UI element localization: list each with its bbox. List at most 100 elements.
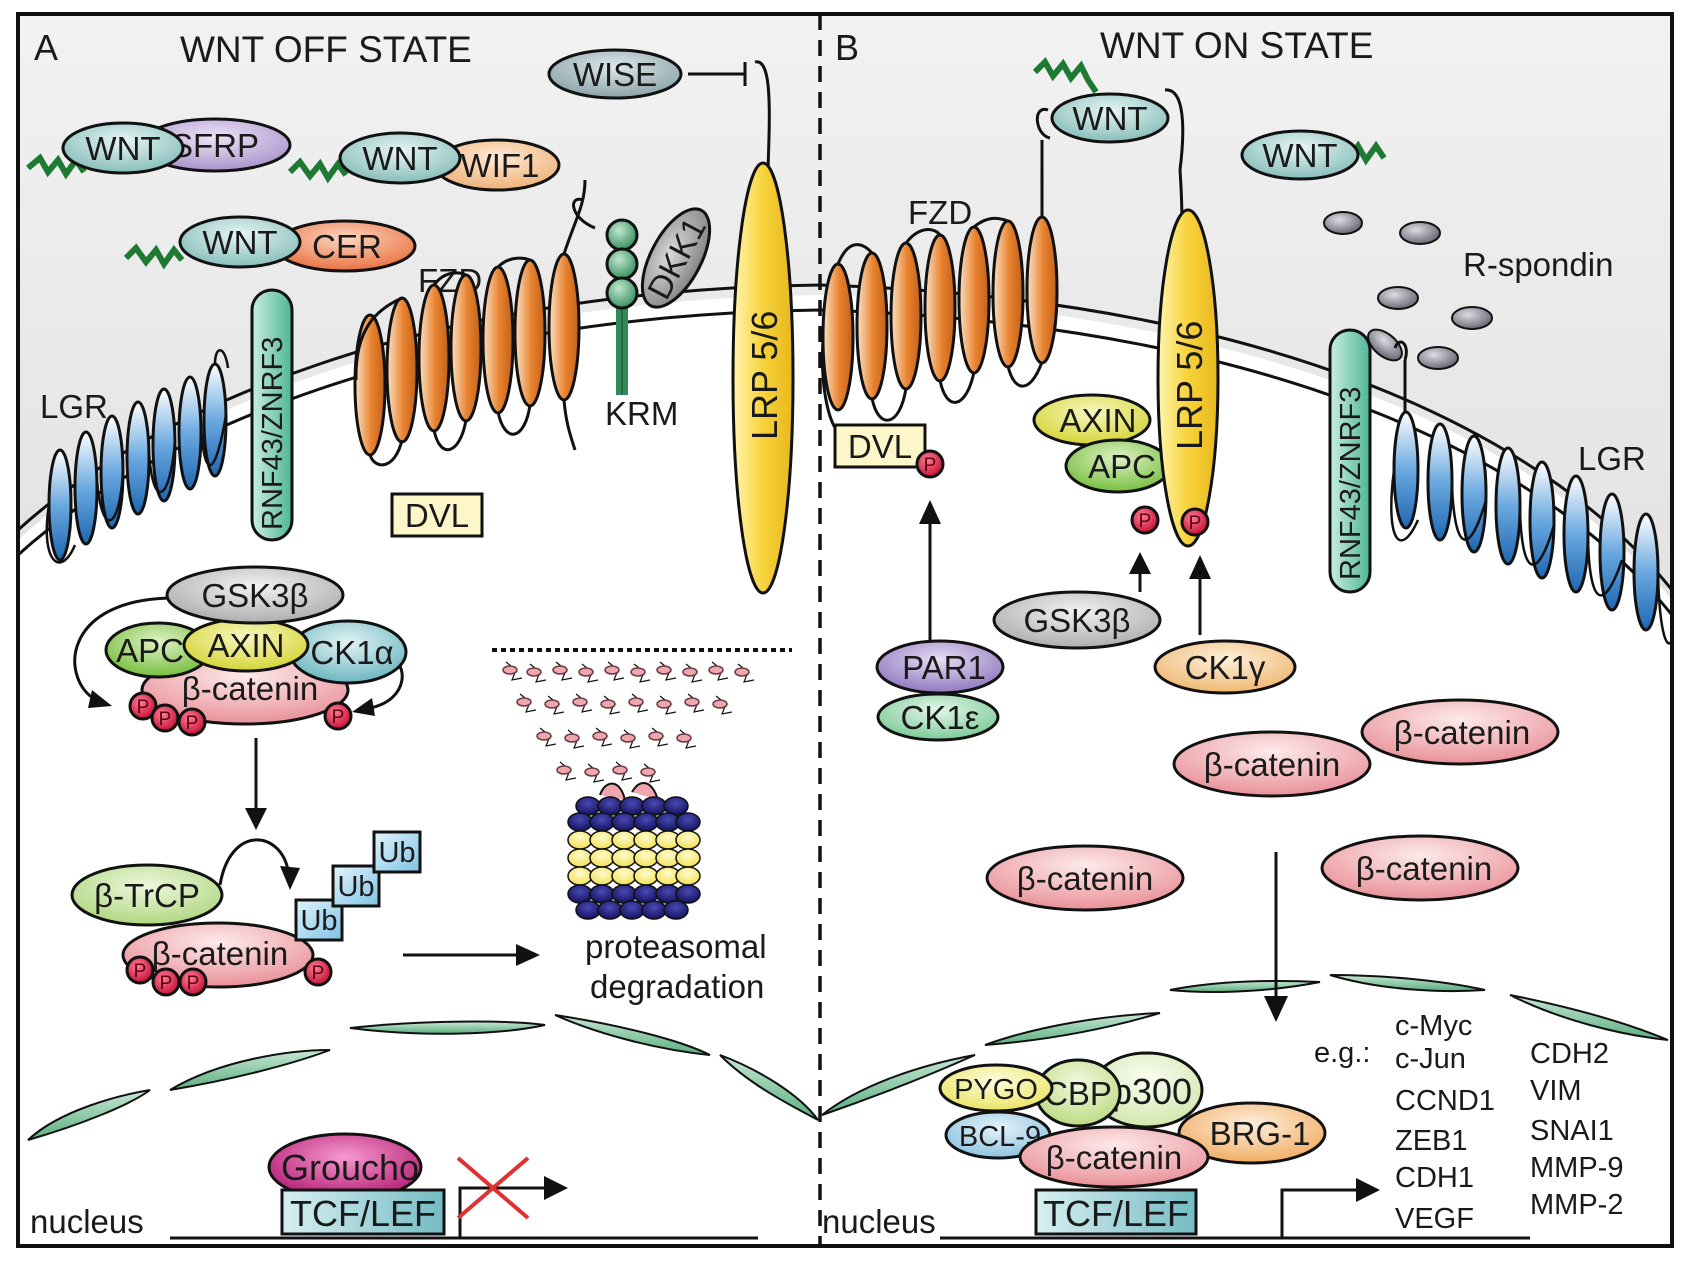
r-spondin-label: R-spondin: [1463, 246, 1613, 283]
bcatenin-free: β-catenin: [1360, 698, 1560, 766]
figure-frame: [16, 12, 1674, 1248]
ub-box: [372, 830, 422, 874]
fzd-receptor-a: [353, 179, 587, 467]
wnt-cer-complex: CER WNT: [123, 215, 417, 273]
proteasome: [492, 648, 792, 920]
lrp-receptor-b: LRP 5/6 P P: [1130, 169, 1220, 548]
gsk3b-label: GSK3β: [201, 577, 308, 614]
svg-text:Ub: Ub: [300, 905, 337, 937]
brg1-oval: [1177, 1101, 1327, 1165]
gsk3b-oval: [165, 565, 345, 625]
phosphate-groups: P P P P: [125, 955, 333, 997]
svg-text:P: P: [187, 973, 200, 994]
bcatenin-label: β-catenin: [182, 670, 318, 707]
svg-text:P: P: [137, 697, 150, 718]
svg-text:β-catenin: β-catenin: [1204, 746, 1340, 783]
krm-domain: [605, 218, 639, 252]
bcatenin-oval-nuclear: [1018, 1125, 1210, 1189]
wnt-tail: [123, 243, 185, 270]
svg-text:P: P: [186, 713, 199, 734]
p300-label: p300: [1112, 1071, 1192, 1112]
ck1e-b: CK1ε: [876, 692, 1000, 742]
wnt-free-b: WNT: [1240, 129, 1387, 181]
svg-text:Ub: Ub: [378, 837, 415, 869]
par1-b: PAR1: [875, 639, 1005, 695]
bcatenin-free: β-catenin: [1172, 730, 1372, 798]
krm-extracellular-arc: [572, 197, 596, 230]
groucho-protein: Groucho: [267, 1132, 423, 1202]
lgr-label-b: LGR: [1578, 440, 1646, 477]
wnt-wif1-complex: WIF1 WNT: [287, 131, 561, 192]
blocked-transcription-cross: [456, 1156, 530, 1220]
axin-label: AXIN: [1059, 402, 1136, 439]
svg-text:P: P: [1189, 513, 1202, 534]
lrp-label-a: LRP 5/6: [744, 311, 785, 440]
wnt-oval: [178, 215, 302, 269]
dvl-box-b: DVL P: [833, 423, 945, 479]
wnt-oval: [1050, 92, 1170, 144]
lrp-label-b: LRP 5/6: [1169, 321, 1210, 450]
wnt-tail: [287, 157, 349, 184]
svg-text:P: P: [312, 963, 325, 984]
krm-domain: [605, 276, 639, 310]
ub-box: [331, 864, 381, 908]
panel-a-letter: A: [34, 27, 58, 68]
wnt-sfrp-complex: SFRP WNT: [26, 117, 292, 180]
ck1a-label: CK1α: [310, 634, 393, 671]
rnf-label-a: RNF43/ZNRF3: [257, 337, 289, 530]
dvl-box-a: DVL: [390, 492, 484, 538]
svg-text:P: P: [159, 709, 172, 730]
target-gene: CDH2: [1530, 1038, 1609, 1070]
bcatenin-free: β-catenin: [985, 844, 1185, 912]
tcf-lef-box-b: [1034, 1188, 1198, 1236]
transcription-complex: BRG-1 p300 CBP PYGO BCL-9 β-catenin TCF/…: [938, 1051, 1327, 1236]
transcription-arrow-a: [458, 1186, 545, 1238]
rnf43-znrf3-b: RNF43/ZNRF3: [1328, 328, 1408, 594]
wnt-label: WNT: [202, 224, 277, 261]
svg-text:β-catenin: β-catenin: [1017, 860, 1153, 897]
ubiquitination-complex: β-TrCP β-catenin Ub Ub Ub P P P P: [70, 830, 422, 997]
svg-text:P: P: [134, 961, 147, 982]
btrcp-label: β-TrCP: [94, 877, 200, 914]
pygo-label: PYGO: [954, 1074, 1038, 1106]
fzd-loops: [354, 179, 587, 467]
fzd-label-b: FZD: [908, 194, 972, 231]
btrcp-oval: [70, 863, 224, 927]
dvl-label-b: DVL: [848, 428, 912, 465]
phosphate: [1180, 507, 1210, 537]
panel-b-title: WNT ON STATE: [1100, 25, 1373, 66]
phosphate: [1130, 505, 1160, 535]
cer-label: CER: [312, 228, 382, 265]
btrcp-arrow: [218, 838, 290, 886]
axin-label: AXIN: [207, 627, 284, 664]
target-gene: CDH1: [1395, 1162, 1474, 1194]
lrp-receptor-a: LRP 5/6: [731, 161, 795, 595]
r-spondin-molecules: [1323, 211, 1493, 370]
target-genes-col2: CDH2 VIM SNAI1 MMP-9 MMP-2: [1530, 1038, 1623, 1221]
phosphorylation-arrow-left: [73, 596, 176, 702]
svg-text:β-catenin: β-catenin: [1394, 714, 1530, 751]
par1-label: PAR1: [902, 649, 986, 686]
nuclear-membrane: [27, 974, 1669, 1141]
degradation-label: degradation: [590, 968, 764, 1005]
fzd-receptor-b: [820, 140, 1059, 437]
svg-text:Ub: Ub: [337, 871, 374, 903]
bcatenin-label-ub: β-catenin: [152, 935, 288, 972]
wnt-oval: [1240, 129, 1360, 181]
phosphate-groups: P P P P: [128, 691, 353, 737]
target-gene: SNAI1: [1530, 1115, 1614, 1147]
wise-oval: [547, 48, 683, 100]
transcription-arrow-b: [1280, 1188, 1358, 1238]
krm-receptor: KRM: [572, 197, 678, 432]
fzd-helices: [353, 252, 581, 457]
svg-text:β-catenin: β-catenin: [1356, 850, 1492, 887]
wnt-label: WNT: [362, 140, 437, 177]
apc-label: APC: [1088, 448, 1156, 485]
apc-label: APC: [116, 632, 184, 669]
sfrp-label: SFRP: [171, 127, 259, 164]
target-genes-col1: c-Myc c-Jun CCND1 ZEB1 CDH1 VEGF: [1395, 1010, 1495, 1235]
phosphate: [915, 449, 945, 479]
gsk3b-b: GSK3β: [992, 590, 1162, 650]
wnt-label: WNT: [85, 130, 160, 167]
rnf-label-b: RNF43/ZNRF3: [1335, 387, 1367, 580]
